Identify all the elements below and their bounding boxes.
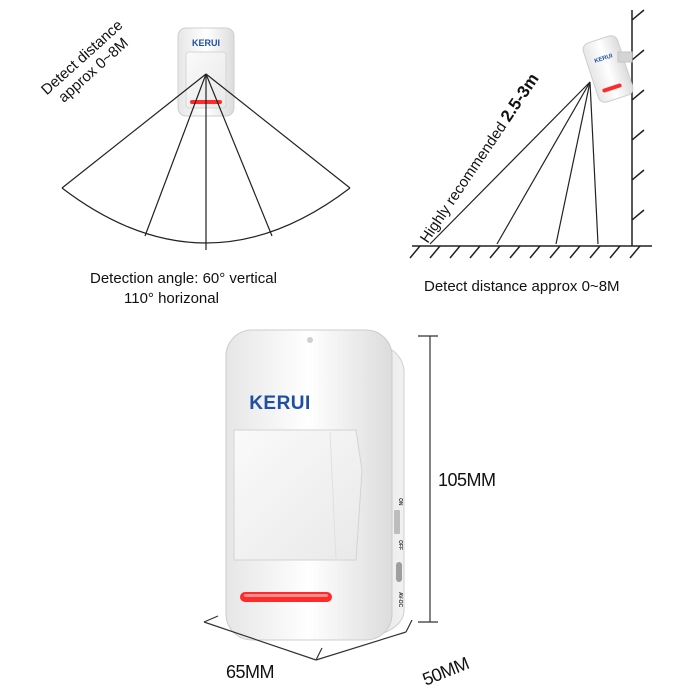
vertical-detection-fan: [429, 81, 599, 245]
main-sensor: KERUI ON OFF AV-DC: [225, 329, 405, 641]
dimension-lines: [203, 335, 438, 661]
detection-angle-horizontal: 110° horizonal: [124, 290, 219, 307]
brand-logo: KERUI: [249, 393, 311, 414]
switch-label-jumper: AV-DC: [397, 592, 403, 608]
wall-sensor-side: KERUI: [582, 35, 634, 103]
svg-text:KERUI: KERUI: [594, 53, 614, 65]
horizontal-detection-fan: [61, 73, 351, 250]
jumper-slot: [396, 562, 402, 582]
brand-logo-small: KERUI: [192, 38, 220, 48]
power-switch: [394, 510, 400, 534]
height-dimension: 105MM: [438, 470, 496, 490]
detect-distance-caption: Detect distance approx 0~8M: [424, 278, 620, 295]
switch-label-off: OFF: [397, 540, 403, 550]
switch-label-on: ON: [397, 498, 403, 506]
width-dimension: 65MM: [226, 662, 275, 682]
wall-and-floor: [409, 9, 652, 259]
detection-angle-vertical: Detection angle: 60° vertical: [90, 270, 277, 287]
